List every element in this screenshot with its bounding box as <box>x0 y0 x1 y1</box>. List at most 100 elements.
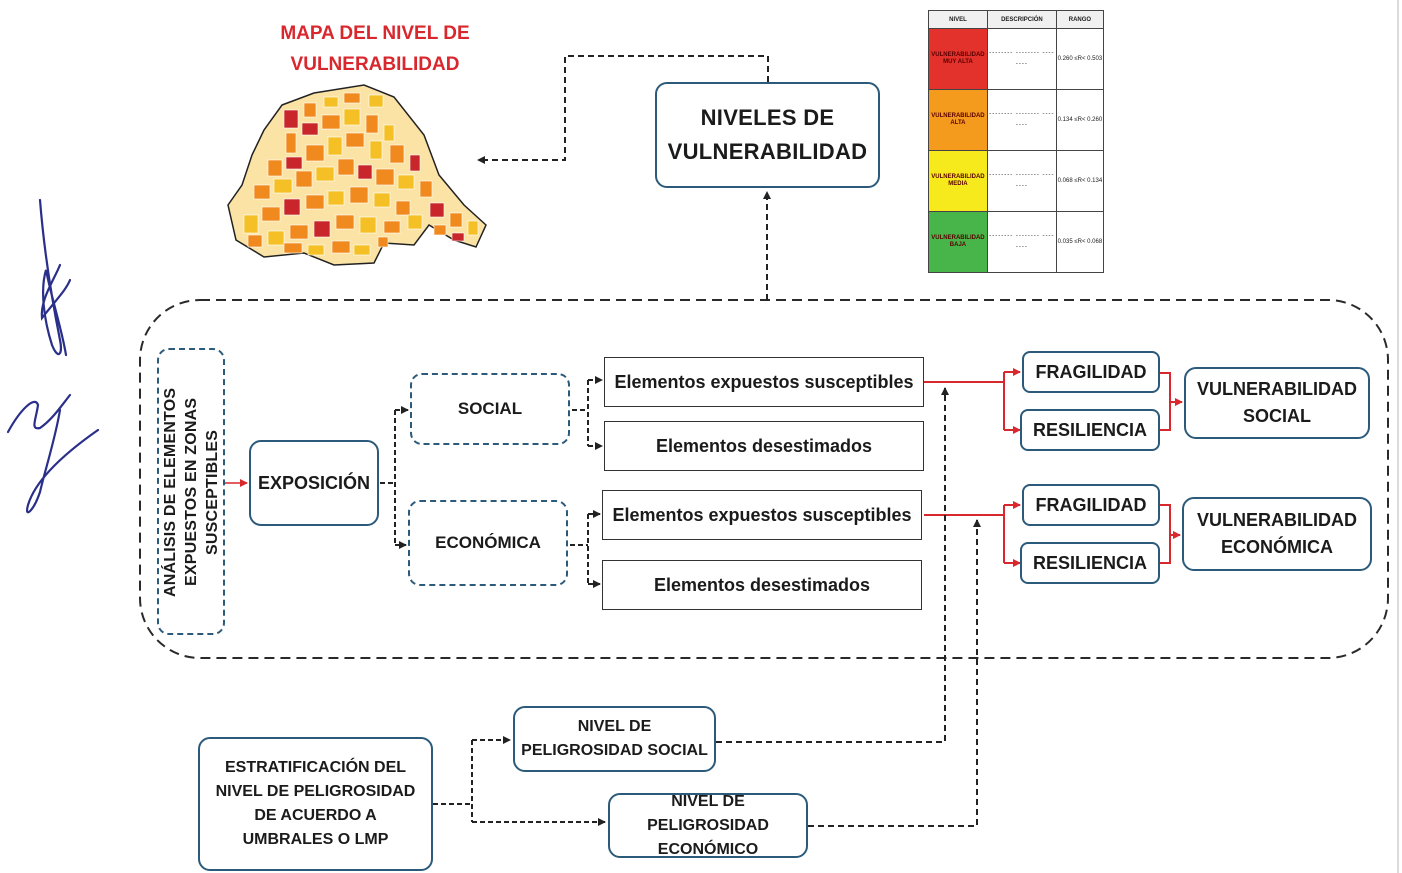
resiliencia-social-box: RESILIENCIA <box>1020 409 1160 451</box>
map-block <box>343 108 361 126</box>
map-block <box>307 244 325 256</box>
social-elementos-desestimados-label: Elementos desestimados <box>655 435 873 456</box>
social-elementos-desestimados-box: Elementos desestimados <box>604 421 924 471</box>
social-label: SOCIAL <box>457 399 523 418</box>
exposicion-box: EXPOSICIÓN <box>249 440 379 526</box>
map-block <box>377 236 389 248</box>
map-block <box>375 168 395 186</box>
legend-description: -------- -------- -------- <box>986 150 1057 212</box>
vulnerability-map <box>227 84 487 266</box>
map-block <box>313 220 331 238</box>
legend-header-nivel: NIVEL <box>928 10 988 29</box>
legend-level: VULNERABILIDAD ALTA <box>928 89 988 151</box>
peligro-social-label: NIVEL DE PELIGROSIDAD SOCIAL <box>521 718 708 759</box>
econ-elementos-desestimados-box: Elementos desestimados <box>602 560 922 610</box>
map-block <box>305 194 325 210</box>
map-block <box>295 170 313 188</box>
map-block <box>337 158 355 176</box>
vulnerabilidad-social-box: VULNERABILIDAD SOCIAL <box>1184 367 1370 439</box>
exposicion-label: EXPOSICIÓN <box>257 472 371 493</box>
map-block <box>383 220 401 234</box>
analysis-label: ANÁLISIS DE ELEMENTOS EXPUESTOS EN ZONAS… <box>161 386 221 597</box>
map-block <box>315 166 335 182</box>
social-elementos-expuestos-box: Elementos expuestos susceptibles <box>604 357 924 407</box>
econ-elementos-desestimados-label: Elementos desestimados <box>653 574 871 595</box>
map-block <box>369 140 383 160</box>
map-block <box>273 178 293 194</box>
peligro-econ-box: NIVEL DE PELIGROSIDAD ECONÓMICO <box>608 793 808 858</box>
peligro-econ-label: NIVEL DE PELIGROSIDAD ECONÓMICO <box>647 792 769 858</box>
estratificacion-label: ESTRATIFICACIÓN DEL NIVEL DE PELIGROSIDA… <box>215 759 416 848</box>
map-block <box>253 184 271 200</box>
social-elementos-expuestos-label: Elementos expuestos susceptibles <box>614 371 914 392</box>
estratificacion-box: ESTRATIFICACIÓN DEL NIVEL DE PELIGROSIDA… <box>198 737 433 871</box>
legend-description: -------- -------- -------- <box>986 89 1057 151</box>
map-block <box>335 214 355 230</box>
map-block <box>285 132 297 154</box>
legend-description: -------- -------- -------- <box>986 211 1057 273</box>
map-block <box>285 156 303 170</box>
econ-elementos-expuestos-box: Elementos expuestos susceptibles <box>602 490 922 540</box>
vulnerabilidad-economica-label: VULNERABILIDAD ECONÓMICA <box>1197 510 1357 557</box>
vulnerabilidad-economica-box: VULNERABILIDAD ECONÓMICA <box>1182 497 1372 571</box>
legend-range: 0.068 ≤R< 0.134 <box>1055 150 1105 212</box>
map-block <box>359 216 377 234</box>
fragilidad-social-label: FRAGILIDAD <box>1035 361 1147 382</box>
map-block <box>345 132 365 148</box>
map-block <box>283 198 301 216</box>
legend-level: VULNERABILIDAD MEDIA <box>928 150 988 212</box>
resiliencia-social-label: RESILIENCIA <box>1032 419 1147 440</box>
legend-row: VULNERABILIDAD MEDIA-------- -------- --… <box>928 150 1105 212</box>
arrow-exposicion-branch <box>380 410 396 545</box>
map-block <box>343 92 361 104</box>
map-block <box>327 136 343 156</box>
map-block <box>349 186 369 204</box>
map-block <box>243 214 259 234</box>
social-box: SOCIAL <box>410 373 570 445</box>
fragilidad-econ-label: FRAGILIDAD <box>1035 494 1147 515</box>
map-block <box>449 212 463 228</box>
fragilidad-econ-box: FRAGILIDAD <box>1022 484 1160 526</box>
arrow-estratificacion-branch <box>433 740 473 822</box>
vulnerability-legend-table: NIVEL DESCRIPCIÓN RANGO VULNERABILIDAD M… <box>928 10 1105 273</box>
arrow-peligro-social-up <box>716 387 949 743</box>
map-block <box>323 96 339 108</box>
analysis-region <box>139 299 1389 659</box>
signature <box>6 198 100 514</box>
map-block <box>397 174 415 190</box>
map-block <box>419 180 433 198</box>
fragilidad-social-box: FRAGILIDAD <box>1022 351 1160 393</box>
map-block <box>395 200 411 216</box>
legend-range: 0.035 ≤R< 0.068 <box>1055 211 1105 273</box>
map-block <box>267 159 283 177</box>
legend-level: VULNERABILIDAD MUY ALTA <box>928 28 988 90</box>
map-block <box>467 220 479 236</box>
vulnerabilidad-social-label: VULNERABILIDAD SOCIAL <box>1197 379 1357 426</box>
map-title: MAPA DEL NIVEL DE VULNERABILIDAD <box>280 23 470 75</box>
legend-body: VULNERABILIDAD MUY ALTA-------- --------… <box>928 28 1105 273</box>
map-block <box>357 164 373 180</box>
map-block <box>383 124 395 142</box>
analysis-box: ANÁLISIS DE ELEMENTOS EXPUESTOS EN ZONAS… <box>157 348 225 635</box>
map-block <box>433 224 447 236</box>
map-block <box>368 94 384 108</box>
arrow-niveles-to-map <box>477 55 769 164</box>
map-block <box>389 144 405 164</box>
resiliencia-econ-label: RESILIENCIA <box>1032 552 1147 573</box>
arrow-peligro-econ-up <box>808 519 981 827</box>
map-block <box>305 144 325 162</box>
map-block <box>409 154 421 172</box>
resiliencia-econ-box: RESILIENCIA <box>1020 542 1160 584</box>
map-block <box>365 114 379 134</box>
map-block <box>283 109 299 129</box>
niveles-vulnerabilidad-label: NIVELES DE VULNERABILIDAD <box>667 105 868 164</box>
economica-label: ECONÓMICA <box>435 533 541 552</box>
map-block <box>373 192 391 208</box>
legend-level: VULNERABILIDAD BAJA <box>928 211 988 273</box>
legend-row: VULNERABILIDAD ALTA-------- -------- ---… <box>928 89 1105 151</box>
map-block <box>331 240 351 254</box>
arrow-social-branch <box>572 380 589 446</box>
legend-row: VULNERABILIDAD MUY ALTA-------- --------… <box>928 28 1105 90</box>
map-block <box>429 202 445 218</box>
map-block <box>353 244 371 256</box>
